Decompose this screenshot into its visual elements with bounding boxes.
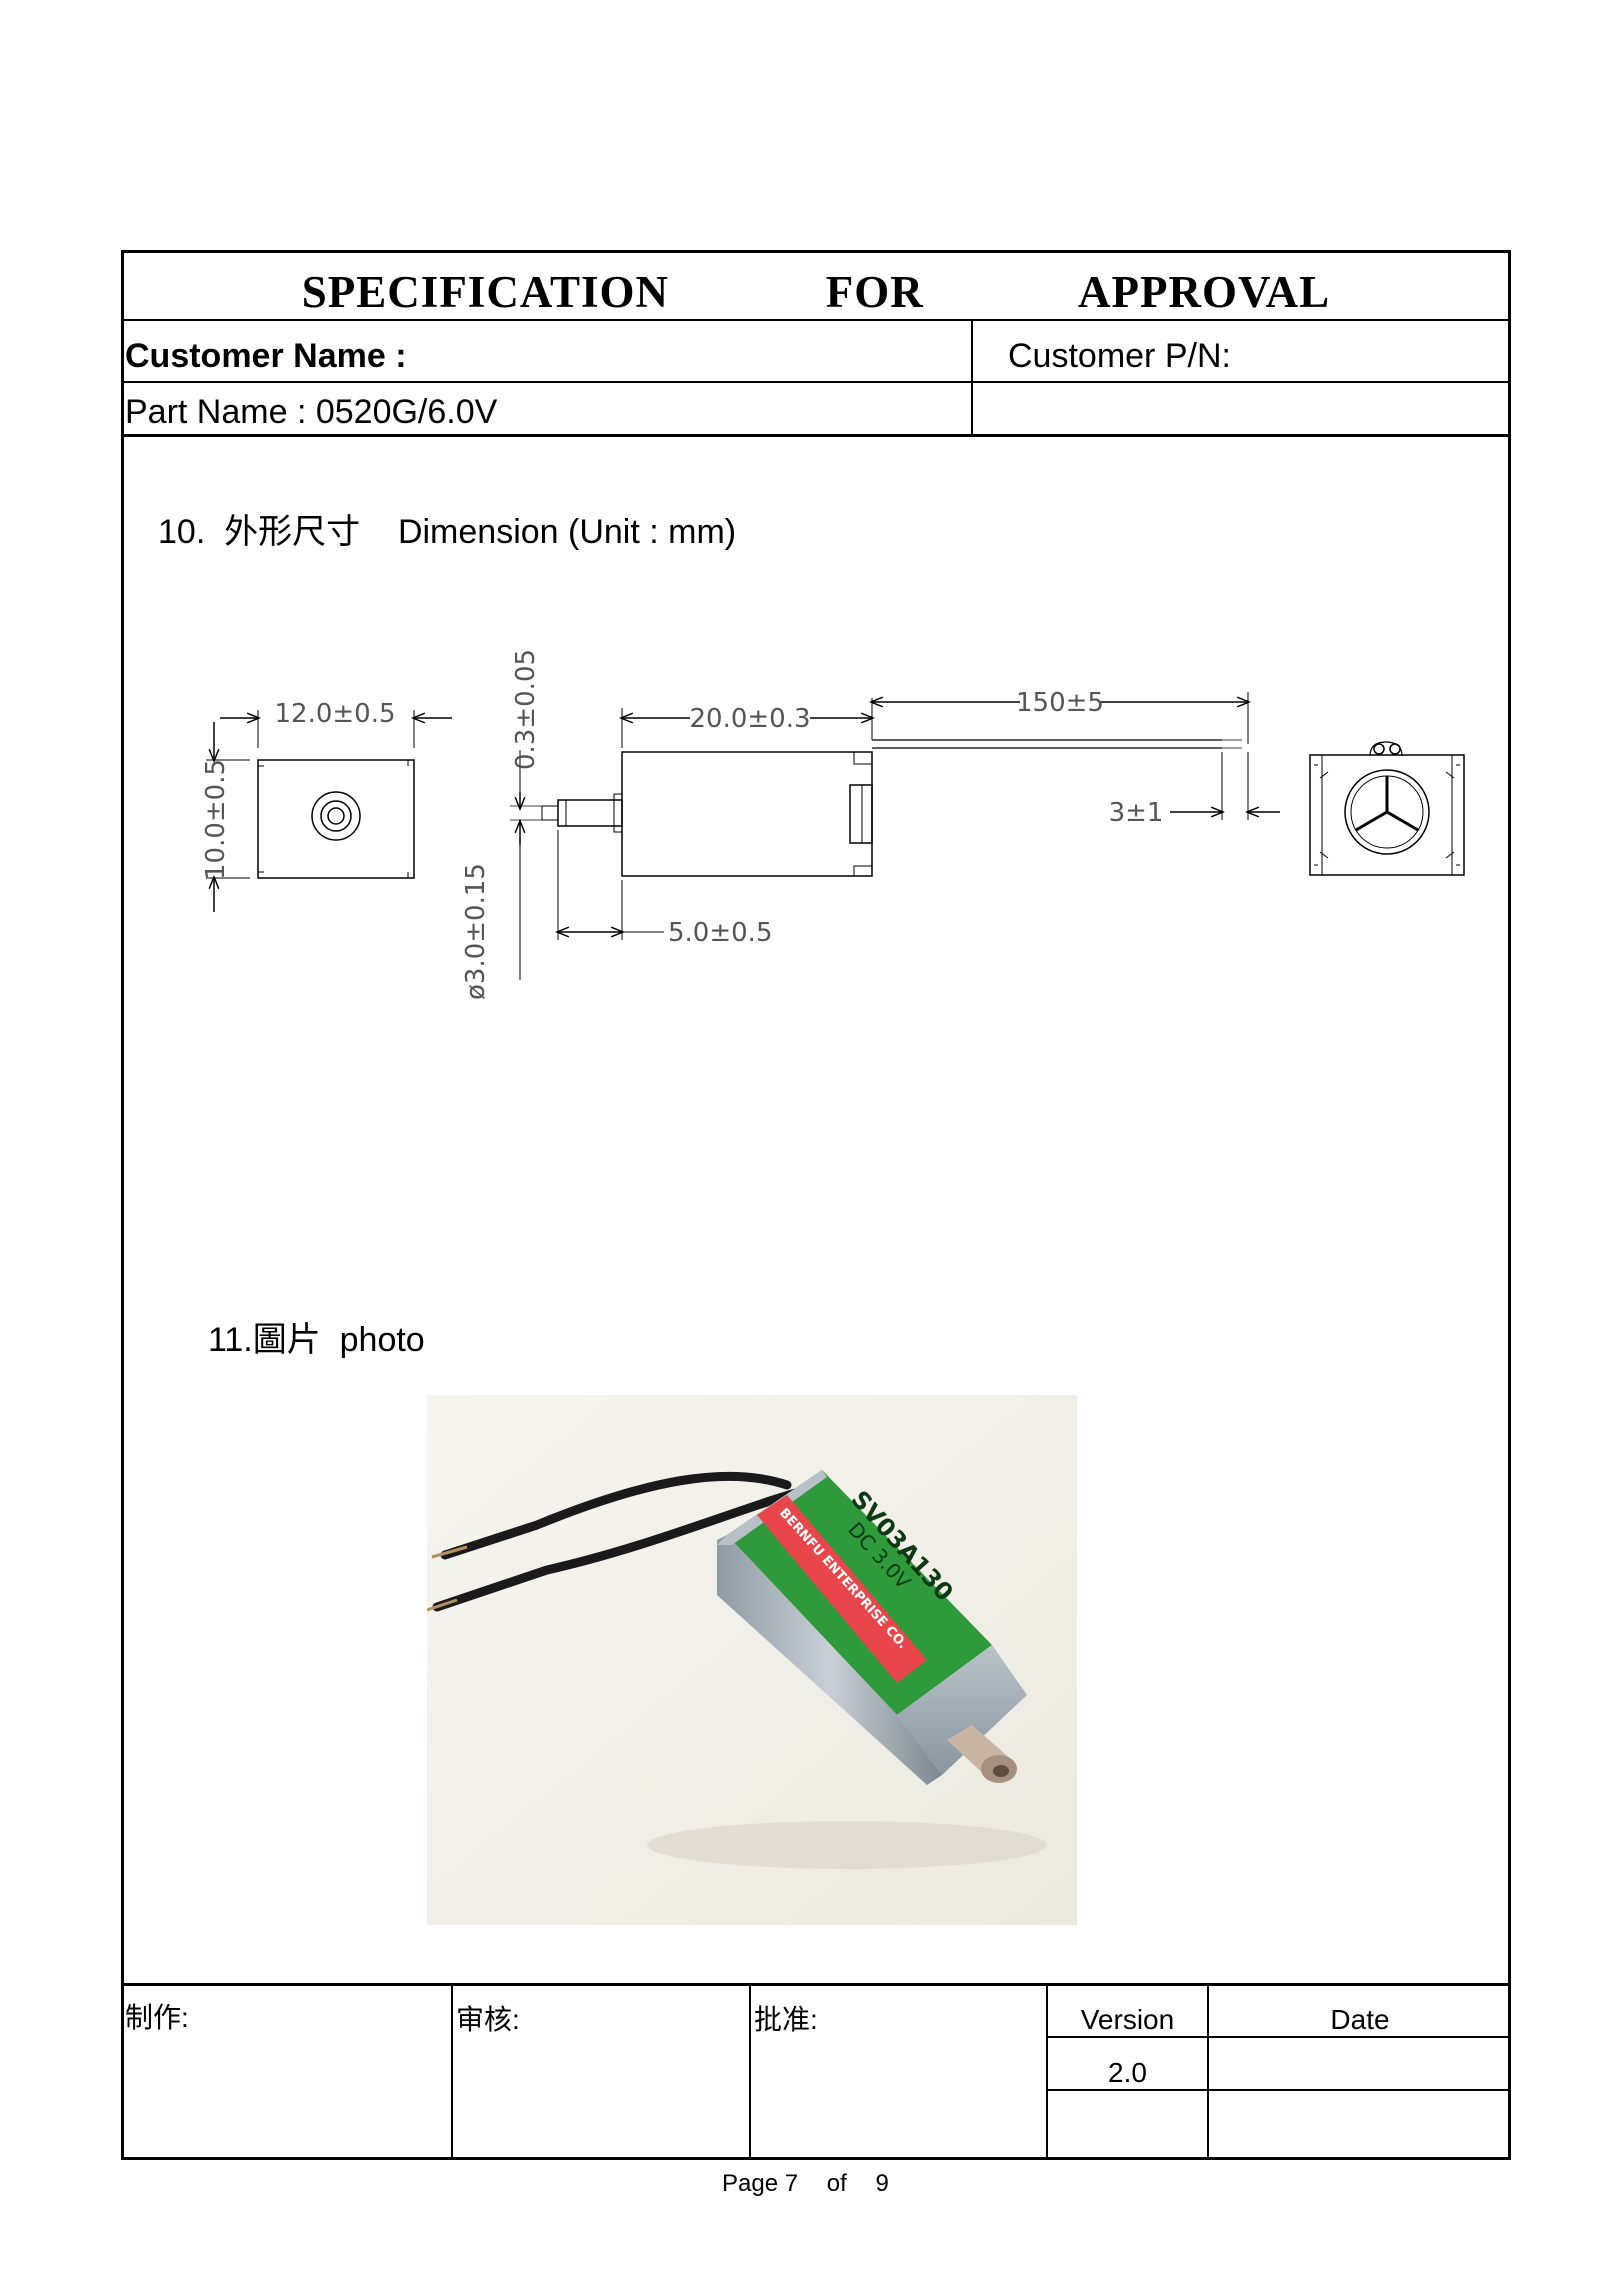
date-label: Date	[1330, 2004, 1390, 2035]
page-number: Page 7 of 9	[722, 2170, 889, 2198]
dimension-drawing: 12.0±0.5 10.0±0.5	[201, 649, 1465, 1000]
dim-lead-length: 150±5	[1016, 688, 1104, 718]
made-by-label: 制作:	[125, 2002, 189, 2033]
dim-height: 10.0±0.5	[201, 759, 231, 880]
review-label: 审核:	[456, 2004, 520, 2035]
divider	[121, 319, 1511, 321]
spec-frame	[121, 250, 1511, 2160]
divider	[1046, 2036, 1511, 2038]
divider	[451, 1983, 453, 2160]
front-view	[206, 710, 452, 912]
header-title: SPECIFICATION FOR APPROVAL	[301, 267, 1331, 317]
dim-body-length: 20.0±0.3	[689, 704, 810, 734]
photo-heading: 11.圖片 photo	[208, 1321, 425, 1359]
divider	[1046, 1983, 1048, 2160]
divider	[121, 381, 1511, 383]
part-name: Part Name : 0520G/6.0V	[125, 393, 498, 431]
dimension-heading: 10. 外形尺寸 Dimension (Unit : mm)	[158, 513, 737, 551]
divider	[1046, 2089, 1511, 2091]
divider	[121, 1983, 1511, 1986]
dim-shaft-length: 5.0±0.5	[668, 918, 772, 948]
customer-name-label: Customer Name :	[125, 337, 407, 375]
version-value: 2.0	[1108, 2057, 1147, 2088]
approve-label: 批准:	[754, 2004, 818, 2035]
divider	[749, 1983, 751, 2160]
divider	[971, 319, 973, 436]
dim-shaft-step: 0.3±0.05	[511, 649, 541, 770]
page-label: Page 7	[722, 2170, 799, 2197]
product-photo: SV03A130 DC 3.0V BERNFU ENTERPRISE CO.	[427, 1395, 1077, 1925]
dim-width: 12.0±0.5	[274, 699, 395, 729]
divider	[121, 434, 1511, 437]
page-of: of	[826, 2170, 847, 2197]
customer-pn-label: Customer P/N:	[1008, 337, 1231, 375]
side-view	[510, 692, 1280, 980]
end-view	[1309, 741, 1465, 876]
dim-strip-length: 3±1	[1109, 798, 1164, 828]
dim-shaft-dia: ø3.0±0.15	[461, 863, 491, 1000]
page-total: 9	[875, 2170, 889, 2197]
version-label: Version	[1080, 2004, 1175, 2035]
divider	[1207, 1983, 1209, 2160]
